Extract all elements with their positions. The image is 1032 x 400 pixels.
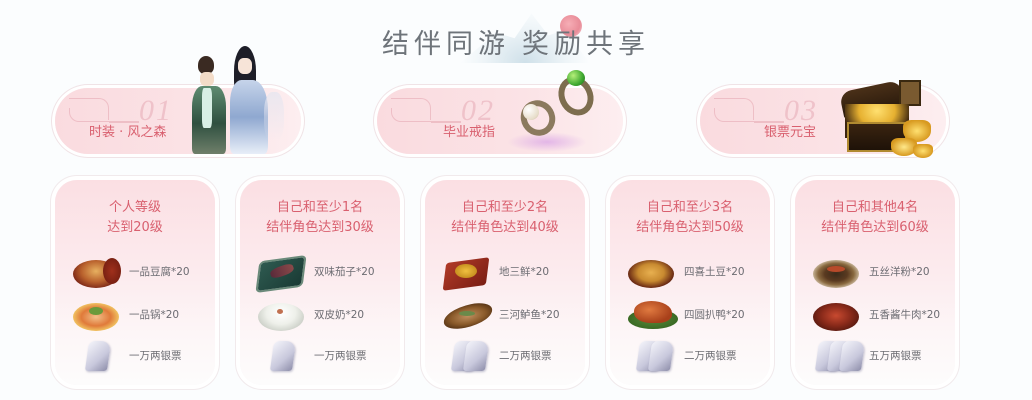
roast-duck-icon bbox=[622, 297, 680, 333]
title-part-2: 奖励共享 bbox=[522, 29, 650, 60]
clay-pot-dish-icon bbox=[67, 254, 125, 290]
reward-item: 二万两银票 bbox=[425, 336, 585, 376]
condition-line-2: 结伴角色达到60级 bbox=[821, 220, 929, 235]
glow-decoration-icon bbox=[507, 132, 587, 152]
reward-name: 五香酱牛肉*20 bbox=[869, 309, 941, 321]
card-condition: 个人等级 达到20级 bbox=[55, 198, 215, 238]
braised-beef-plate-icon bbox=[807, 297, 865, 333]
prize-number: 02 bbox=[461, 94, 495, 127]
reward-item: 二万两银票 bbox=[610, 336, 770, 376]
red-sun-decoration-icon bbox=[560, 15, 582, 37]
reward-name: 四喜土豆*20 bbox=[684, 266, 745, 278]
condition-line-1: 个人等级 bbox=[108, 200, 161, 215]
condition-line-2: 结伴角色达到30级 bbox=[266, 220, 374, 235]
prize-card-costume: 01 时装 · 风之森 bbox=[55, 88, 301, 154]
reward-name: 一品锅*20 bbox=[129, 309, 180, 321]
cloud-decoration-icon bbox=[391, 108, 431, 122]
cloud-decoration-icon bbox=[69, 108, 109, 122]
condition-line-1: 自己和至少1名 bbox=[276, 200, 364, 215]
reward-name: 二万两银票 bbox=[684, 350, 737, 362]
reward-name: 五丝洋粉*20 bbox=[869, 266, 930, 278]
reward-item: 五香酱牛肉*20 bbox=[795, 295, 955, 335]
fish-dish-icon bbox=[437, 297, 495, 333]
condition-line-2: 结伴角色达到50级 bbox=[636, 220, 744, 235]
reward-name: 一万两银票 bbox=[314, 350, 367, 362]
reward-name: 双皮奶*20 bbox=[314, 309, 365, 321]
reward-item: 五万两银票 bbox=[795, 336, 955, 376]
potato-bowl-icon bbox=[622, 254, 680, 290]
reward-name: 二万两银票 bbox=[499, 350, 552, 362]
reward-item: 五丝洋粉*20 bbox=[795, 252, 955, 292]
prize-number: 03 bbox=[784, 94, 818, 127]
reward-name: 三河鲈鱼*20 bbox=[499, 309, 560, 321]
reward-item: 三河鲈鱼*20 bbox=[425, 295, 585, 335]
reward-item: 一品锅*20 bbox=[55, 295, 215, 335]
condition-line-2: 结伴角色达到40级 bbox=[451, 220, 559, 235]
reward-item: 四喜土豆*20 bbox=[610, 252, 770, 292]
rings-image bbox=[514, 70, 605, 150]
prize-label: 时装 · 风之森 bbox=[89, 125, 167, 140]
tofu-bowl-icon bbox=[67, 297, 125, 333]
reward-card-level-30: 自己和至少1名 结伴角色达到30级 双味茄子*20 双皮奶*20 一万两银票 bbox=[240, 180, 400, 385]
silver-notes-icon bbox=[622, 338, 680, 374]
silver-notes-stack-icon bbox=[807, 338, 866, 374]
card-condition: 自己和至少2名 结伴角色达到40级 bbox=[425, 198, 585, 238]
vegetable-plate-icon bbox=[437, 254, 495, 291]
silver-notes-icon bbox=[437, 338, 495, 374]
reward-item: 一品豆腐*20 bbox=[55, 252, 215, 292]
condition-line-1: 自己和至少2名 bbox=[461, 200, 549, 215]
page-title: 结伴同游奖励共享 bbox=[0, 22, 1032, 61]
prize-label: 毕业戒指 bbox=[443, 125, 496, 140]
reward-name: 五万两银票 bbox=[869, 350, 922, 362]
reward-name: 双味茄子*20 bbox=[314, 266, 375, 278]
reward-card-level-20: 个人等级 达到20级 一品豆腐*20 一品锅*20 一万两银票 bbox=[55, 180, 215, 385]
divider-line bbox=[754, 121, 784, 123]
prize-card-ring: 02 毕业戒指 bbox=[377, 88, 623, 154]
reward-item: 双皮奶*20 bbox=[240, 295, 400, 335]
divider-line bbox=[431, 121, 461, 123]
reward-name: 地三鲜*20 bbox=[499, 266, 550, 278]
silver-note-icon bbox=[252, 338, 310, 374]
reward-item: 四圆扒鸭*20 bbox=[610, 295, 770, 335]
costume-characters-image bbox=[190, 42, 290, 162]
noodle-plate-icon bbox=[807, 254, 865, 290]
condition-line-2: 达到20级 bbox=[107, 220, 163, 235]
condition-line-1: 自己和其他4名 bbox=[831, 200, 919, 215]
title-part-1: 结伴同游 bbox=[382, 29, 510, 60]
reward-card-level-60: 自己和其他4名 结伴角色达到60级 五丝洋粉*20 五香酱牛肉*20 五万两银票 bbox=[795, 180, 955, 385]
eggplant-plate-icon bbox=[252, 254, 310, 291]
treasure-chest-image bbox=[835, 70, 935, 165]
reward-item: 一万两银票 bbox=[55, 336, 215, 376]
condition-line-1: 自己和至少3名 bbox=[646, 200, 734, 215]
card-condition: 自己和至少1名 结伴角色达到30级 bbox=[240, 198, 400, 238]
reward-name: 一品豆腐*20 bbox=[129, 266, 190, 278]
banner-header: 结伴同游奖励共享 bbox=[0, 0, 1032, 70]
milk-pudding-bowl-icon bbox=[252, 297, 310, 333]
prize-label: 银票元宝 bbox=[764, 125, 817, 140]
card-condition: 自己和其他4名 结伴角色达到60级 bbox=[795, 198, 955, 238]
cloud-decoration-icon bbox=[714, 108, 754, 122]
reward-name: 一万两银票 bbox=[129, 350, 182, 362]
reward-item: 地三鲜*20 bbox=[425, 252, 585, 292]
reward-item: 一万两银票 bbox=[240, 336, 400, 376]
reward-item: 双味茄子*20 bbox=[240, 252, 400, 292]
reward-card-level-40: 自己和至少2名 结伴角色达到40级 地三鲜*20 三河鲈鱼*20 二万两银票 bbox=[425, 180, 585, 385]
divider-line bbox=[109, 121, 139, 123]
reward-card-level-50: 自己和至少3名 结伴角色达到50级 四喜土豆*20 四圆扒鸭*20 二万两银票 bbox=[610, 180, 770, 385]
card-condition: 自己和至少3名 结伴角色达到50级 bbox=[610, 198, 770, 238]
silver-note-icon bbox=[67, 338, 125, 374]
prize-number: 01 bbox=[139, 94, 173, 127]
reward-name: 四圆扒鸭*20 bbox=[684, 309, 745, 321]
